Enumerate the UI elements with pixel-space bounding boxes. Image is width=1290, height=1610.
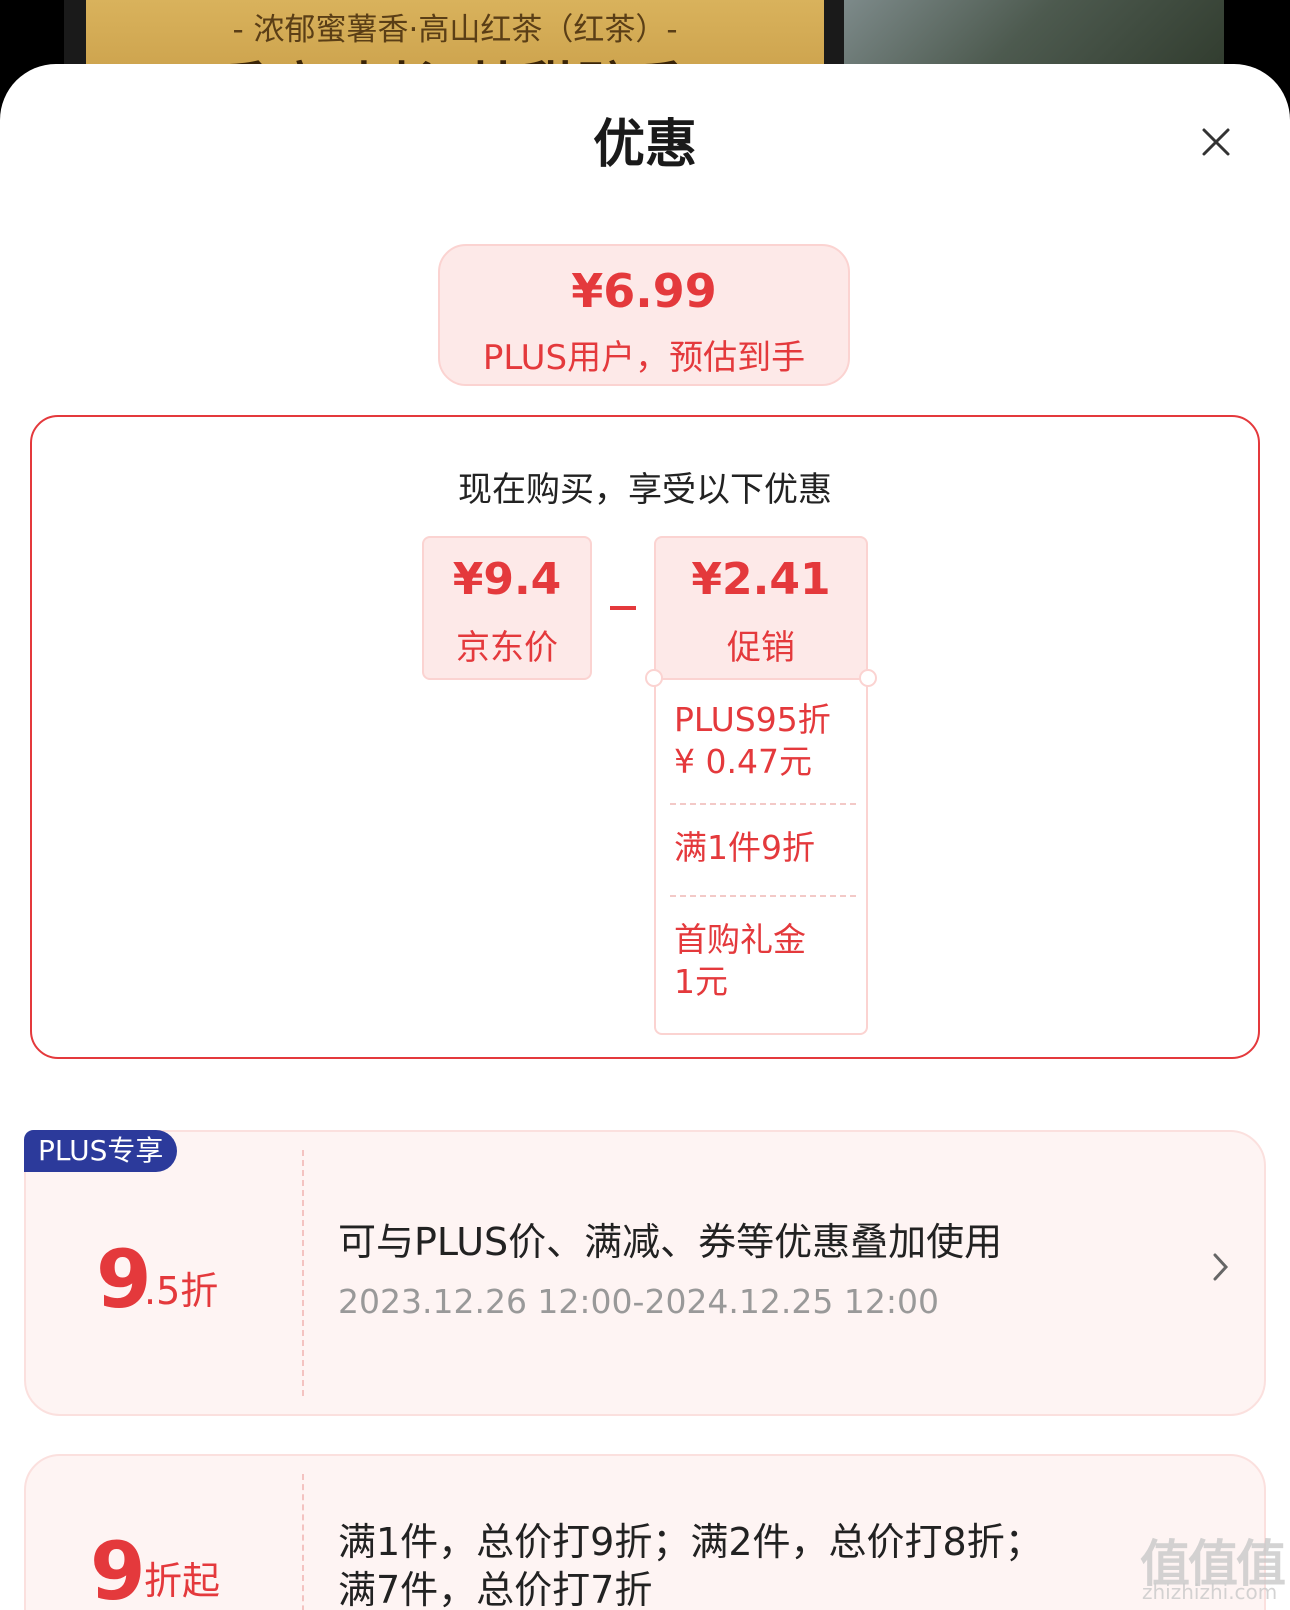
coupon-validity-date: 2023.12.26 12:00-2024.12.25 12:00	[338, 1282, 939, 1321]
promotion-detail-list: PLUS95折 ¥ 0.47元 满1件9折 首购礼金 1元	[654, 677, 868, 1035]
promotion-label: 促销	[727, 628, 795, 668]
coupon-card-plus[interactable]: 9 .5折 可与PLUS价、满减、券等优惠叠加使用 2023.12.26 12:…	[24, 1130, 1266, 1416]
coupon-separator	[302, 1474, 304, 1610]
divider	[670, 895, 856, 897]
promo-item-plus: PLUS95折 ¥ 0.47元	[674, 700, 831, 781]
promo-item-first-purchase: 首购礼金 1元	[674, 920, 806, 1001]
minus-sign	[610, 606, 636, 610]
breakdown-subtitle: 现在购买，享受以下优惠	[458, 470, 832, 510]
coupon-description-line2: 满7件，总价打7折	[338, 1568, 653, 1610]
coupon-discount-suffix: 折起	[144, 1559, 221, 1603]
chevron-right-icon[interactable]	[1210, 1250, 1232, 1284]
coupon-description-line1: 满1件，总价打9折；满2件，总价打8折；	[338, 1520, 1043, 1564]
coupon-discount-main: 9	[96, 1233, 152, 1326]
coupon-description: 可与PLUS价、满减、券等优惠叠加使用	[338, 1220, 1003, 1264]
promo-item-volume-discount: 满1件9折	[674, 828, 815, 867]
coupon-card-volume[interactable]: 9 折起 满1件，总价打9折；满2件，总价打8折； 满7件，总价打7折	[24, 1454, 1266, 1610]
close-icon[interactable]	[1196, 122, 1236, 162]
ticket-notch-right	[859, 669, 877, 687]
ticket-notch-left	[645, 669, 663, 687]
coupon-discount-suffix: .5折	[144, 1269, 219, 1313]
jd-price: ¥9.4	[452, 554, 562, 605]
watermark-url: zhizhizhi.com	[1142, 1580, 1278, 1604]
promotion-amount: ¥2.41	[691, 554, 831, 605]
sheet-title: 优惠	[592, 115, 697, 175]
coupon-separator	[302, 1150, 304, 1396]
estimated-price: ¥6.99	[571, 264, 717, 318]
jd-price-card: ¥9.4 京东价	[422, 536, 592, 680]
jd-price-label: 京东价	[456, 628, 558, 668]
breakdown-box	[30, 415, 1260, 1059]
banner-tagline: - 浓郁蜜薯香·高山红茶（红茶）-	[232, 12, 678, 48]
estimated-price-bubble: ¥6.99 PLUS用户，预估到手	[438, 244, 850, 386]
estimated-price-label: PLUS用户，预估到手	[482, 338, 806, 378]
coupon-discount-main: 9	[90, 1525, 146, 1610]
plus-exclusive-badge: PLUS专享	[24, 1130, 178, 1172]
discount-sheet: 优惠 ¥6.99 PLUS用户，预估到手 现在购买，享受以下优惠 ¥9.4 京东…	[0, 64, 1290, 1610]
divider	[670, 803, 856, 805]
promotion-card: ¥2.41 促销	[654, 536, 868, 680]
watermark-logo: 值值值	[1140, 1535, 1286, 1593]
